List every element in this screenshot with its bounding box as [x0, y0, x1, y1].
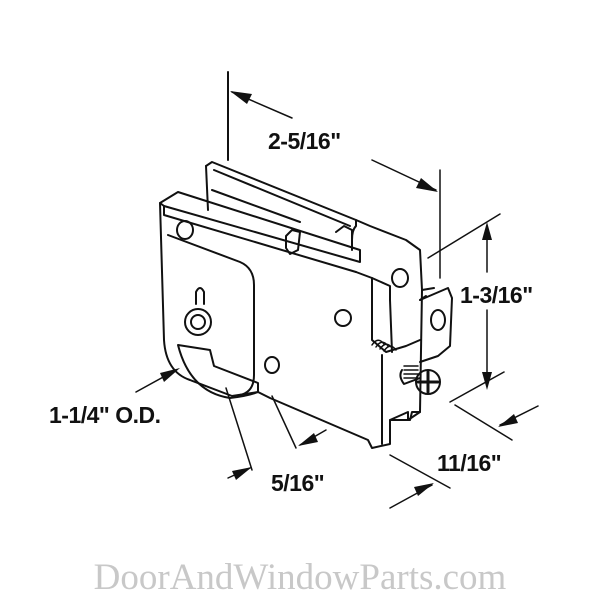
spring: [371, 339, 397, 352]
dimension-wheel-width-label: 5/16": [271, 470, 325, 496]
adjustment-screw: [399, 365, 441, 395]
dimension-depth-lines: [389, 404, 539, 509]
mounting-holes: [176, 220, 446, 374]
dimension-length-lines: [227, 71, 441, 279]
dimension-wheel-width-lines: [225, 387, 327, 480]
dimension-height-label: 1-3/16": [460, 282, 533, 308]
watermark-text: DoorAndWindowParts.com: [93, 557, 507, 598]
dimension-wheel-diameter-lines: [135, 368, 180, 393]
roller-housing: [159, 161, 453, 449]
dimension-depth-label: 11/16": [437, 450, 502, 476]
dimension-height-lines: [427, 213, 505, 403]
adjustment-slot: [184, 287, 212, 336]
dimension-wheel-diameter-label: 1-1/4" O.D.: [49, 402, 161, 428]
dimension-length-label: 2-5/16": [268, 128, 341, 154]
